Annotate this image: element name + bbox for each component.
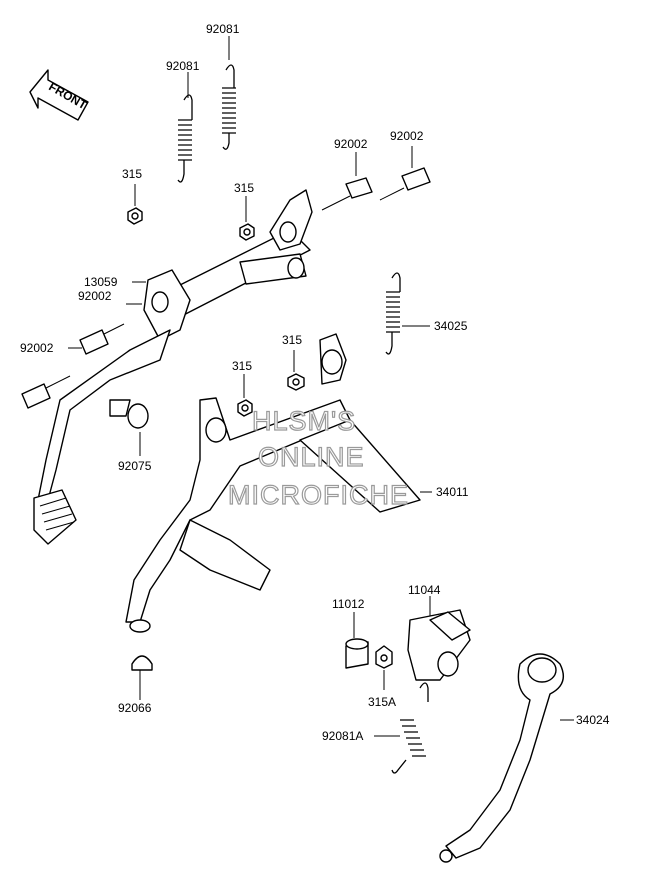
cap-92075 — [109, 399, 149, 429]
bolt-92002-c — [79, 323, 125, 355]
label-11044: 11044 — [408, 583, 441, 597]
brake-pedal-lever — [33, 329, 171, 545]
nut-315-c — [287, 373, 305, 391]
nut-315-a — [127, 207, 143, 225]
rubber-11012 — [345, 638, 369, 669]
bolt-92002-d — [21, 375, 71, 409]
label-315-a: 315 — [122, 167, 142, 181]
label-92081-top: 92081 — [206, 22, 240, 36]
label-92002-d: 92002 — [20, 341, 54, 355]
label-11012: 11012 — [332, 597, 365, 611]
label-13059: 13059 — [84, 275, 118, 289]
label-92081a: 92081A — [322, 729, 363, 743]
watermark-line-2: ONLINE — [258, 442, 365, 472]
label-315-c: 315 — [282, 333, 302, 347]
label-92075: 92075 — [118, 459, 152, 473]
label-92002-b: 92002 — [390, 129, 424, 143]
leader-lines — [68, 36, 574, 737]
spring-92081a — [391, 682, 429, 774]
label-34024: 34024 — [576, 713, 610, 727]
watermark: HLSM'S ONLINE MICROFICHE — [227, 405, 409, 510]
label-92066: 92066 — [118, 701, 152, 715]
nut-315a — [375, 645, 393, 669]
nut-315-b — [239, 223, 255, 241]
watermark-line-3: MICROFICHE — [228, 480, 409, 510]
label-34025: 34025 — [434, 319, 468, 333]
stand-34024 — [407, 609, 564, 863]
label-34011: 34011 — [436, 485, 469, 499]
front-arrow-icon: FRONT — [29, 69, 90, 121]
watermark-line-1: HLSM'S — [252, 406, 356, 436]
label-315-d: 315 — [232, 359, 252, 373]
stand-34011 — [125, 333, 421, 633]
plug-92066 — [131, 655, 153, 671]
label-92002-c: 92002 — [78, 289, 112, 303]
main-bracket — [143, 189, 313, 341]
nut-315-d — [237, 399, 253, 417]
bolt-92002-b — [379, 167, 431, 201]
label-315a: 315A — [368, 695, 396, 709]
spring-92081-mid — [177, 94, 193, 183]
spring-34025 — [385, 272, 401, 355]
label-92002-a: 92002 — [334, 137, 368, 151]
label-92081-mid: 92081 — [166, 59, 200, 73]
bolt-92002-a — [321, 177, 373, 211]
label-315-b: 315 — [234, 181, 254, 195]
spring-92081-top — [222, 64, 236, 150]
part-labels: 92081 92081 315 315 92002 92002 13059 92… — [20, 22, 610, 743]
